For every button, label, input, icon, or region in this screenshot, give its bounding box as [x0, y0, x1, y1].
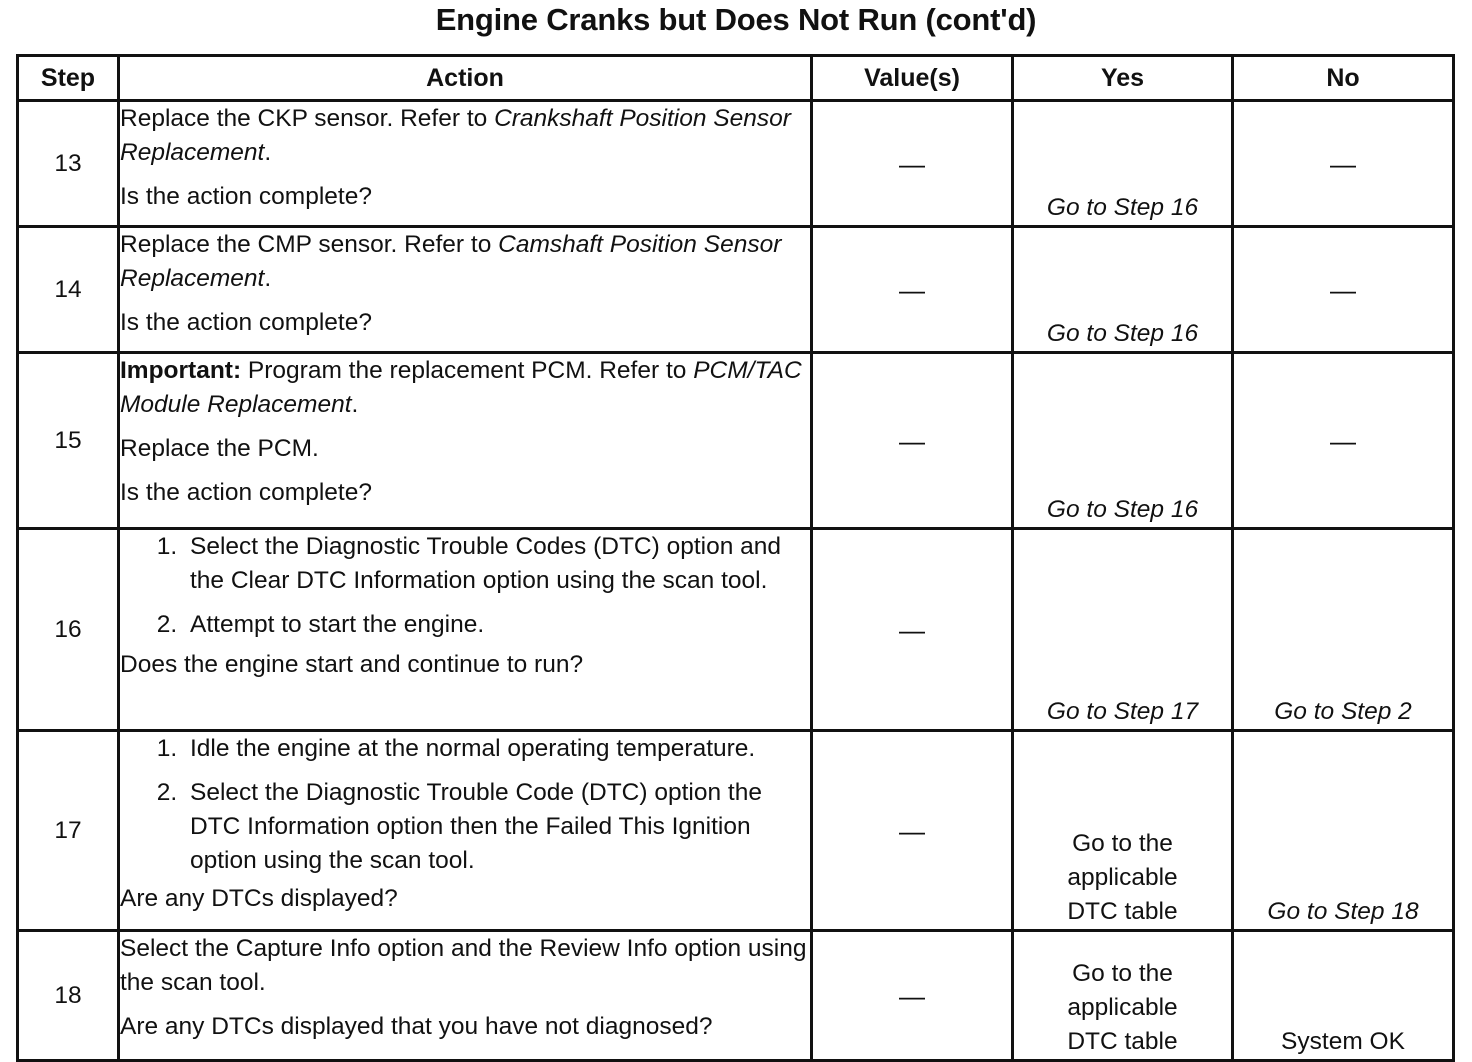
- list-item: Select the Diagnostic Trouble Code (DTC)…: [184, 776, 810, 878]
- action-text: Important: Program the replacement PCM. …: [120, 354, 810, 422]
- step-number: 18: [16, 929, 120, 1062]
- no-result: Go to Step 18: [1267, 898, 1419, 925]
- yes-cell: Go to the applicable DTC table: [1011, 929, 1234, 1062]
- action-text: Replace the CMP sensor. Refer to Camshaf…: [120, 228, 810, 296]
- no-cell: Go to Step 18: [1231, 729, 1455, 932]
- action-instruction: Replace the CKP sensor. Refer to: [120, 105, 495, 132]
- diagnostic-table: Step Action Value(s) Yes No 13 Replace t…: [16, 54, 1455, 1062]
- no-cell: —: [1231, 351, 1455, 530]
- action-question: Is the action complete?: [120, 309, 372, 336]
- value-cell: —: [810, 929, 1014, 1062]
- action-punctuation: .: [264, 265, 272, 292]
- yes-result: Go to Step 16: [1046, 194, 1199, 221]
- value-cell: —: [810, 729, 1014, 932]
- header-yes: Yes: [1011, 54, 1234, 102]
- important-label: Important:: [120, 357, 242, 384]
- header-action: Action: [117, 54, 813, 102]
- yes-result: Go to the applicable DTC table: [1067, 960, 1178, 1055]
- action-question: Is the action complete?: [120, 183, 372, 210]
- procedure-reference: PCM/TAC Module Replacement: [120, 357, 802, 418]
- list-item: Select the Diagnostic Trouble Codes (DTC…: [184, 530, 810, 598]
- action-cell: Replace the CKP sensor. Refer to Cranksh…: [117, 99, 813, 228]
- table-row: 18 Select the Capture Info option and th…: [16, 929, 1455, 1062]
- list-item: Idle the engine at the normal operating …: [184, 732, 810, 766]
- no-cell: —: [1231, 225, 1455, 354]
- no-cell: Go to Step 2: [1231, 527, 1455, 732]
- step-number: 14: [16, 225, 120, 354]
- action-steps-list: Idle the engine at the normal operating …: [120, 732, 810, 878]
- action-question: Are any DTCs displayed that you have not…: [120, 1013, 713, 1040]
- yes-cell: Go to Step 17: [1011, 527, 1234, 732]
- action-cell: Idle the engine at the normal operating …: [117, 729, 813, 932]
- action-instruction: Replace the CMP sensor. Refer to: [120, 231, 499, 258]
- list-item: Attempt to start the engine.: [184, 608, 810, 642]
- yes-cell: Go to Step 16: [1011, 351, 1234, 530]
- no-result: System OK: [1281, 1028, 1405, 1055]
- no-cell: —: [1231, 99, 1455, 228]
- action-text: Replace the CKP sensor. Refer to Cranksh…: [120, 102, 810, 170]
- table-row: 14 Replace the CMP sensor. Refer to Cams…: [16, 225, 1455, 354]
- action-text: Select the Capture Info option and the R…: [120, 935, 807, 996]
- step-number: 13: [16, 99, 120, 228]
- yes-cell: Go to Step 16: [1011, 225, 1234, 354]
- procedure-reference: Crankshaft Position Sensor Replacement: [120, 105, 791, 166]
- header-values: Value(s): [810, 54, 1014, 102]
- action-question: Is the action complete?: [120, 479, 372, 506]
- action-steps-list: Select the Diagnostic Trouble Codes (DTC…: [120, 530, 810, 642]
- table-row: 13 Replace the CKP sensor. Refer to Cran…: [16, 99, 1455, 228]
- value-cell: —: [810, 225, 1014, 354]
- value-cell: —: [810, 99, 1014, 228]
- no-result: Go to Step 2: [1274, 698, 1412, 725]
- table-row: 17 Idle the engine at the normal operati…: [16, 729, 1455, 932]
- action-instruction-2: Replace the PCM.: [120, 435, 319, 462]
- action-punctuation: .: [264, 139, 272, 166]
- action-cell: Select the Diagnostic Trouble Codes (DTC…: [117, 527, 813, 732]
- table-row: 15 Important: Program the replacement PC…: [16, 351, 1455, 530]
- yes-result: Go to Step 16: [1046, 320, 1199, 347]
- step-number: 17: [16, 729, 120, 932]
- action-punctuation: .: [351, 391, 359, 418]
- header-step: Step: [16, 54, 120, 102]
- value-cell: —: [810, 351, 1014, 530]
- header-no: No: [1231, 54, 1455, 102]
- step-number: 16: [16, 527, 120, 732]
- action-cell: Important: Program the replacement PCM. …: [117, 351, 813, 530]
- procedure-reference: Camshaft Position Sensor Replacement: [120, 231, 782, 292]
- table-row: 16 Select the Diagnostic Trouble Codes (…: [16, 527, 1455, 732]
- yes-cell: Go to Step 16: [1011, 99, 1234, 228]
- table-header-row: Step Action Value(s) Yes No: [16, 54, 1455, 102]
- value-cell: —: [810, 527, 1014, 732]
- action-question: Does the engine start and continue to ru…: [120, 651, 584, 678]
- action-cell: Replace the CMP sensor. Refer to Camshaf…: [117, 225, 813, 354]
- no-cell: System OK: [1231, 929, 1455, 1062]
- yes-result: Go to Step 17: [1046, 698, 1199, 725]
- action-question: Are any DTCs displayed?: [120, 885, 398, 912]
- yes-cell: Go to the applicable DTC table: [1011, 729, 1234, 932]
- action-instruction: Program the replacement PCM. Refer to: [241, 357, 694, 384]
- step-number: 15: [16, 351, 120, 530]
- action-cell: Select the Capture Info option and the R…: [117, 929, 813, 1062]
- yes-result: Go to Step 16: [1046, 496, 1199, 523]
- yes-result: Go to the applicable DTC table: [1067, 830, 1178, 925]
- page-title: Engine Cranks but Does Not Run (cont'd): [435, 2, 1037, 37]
